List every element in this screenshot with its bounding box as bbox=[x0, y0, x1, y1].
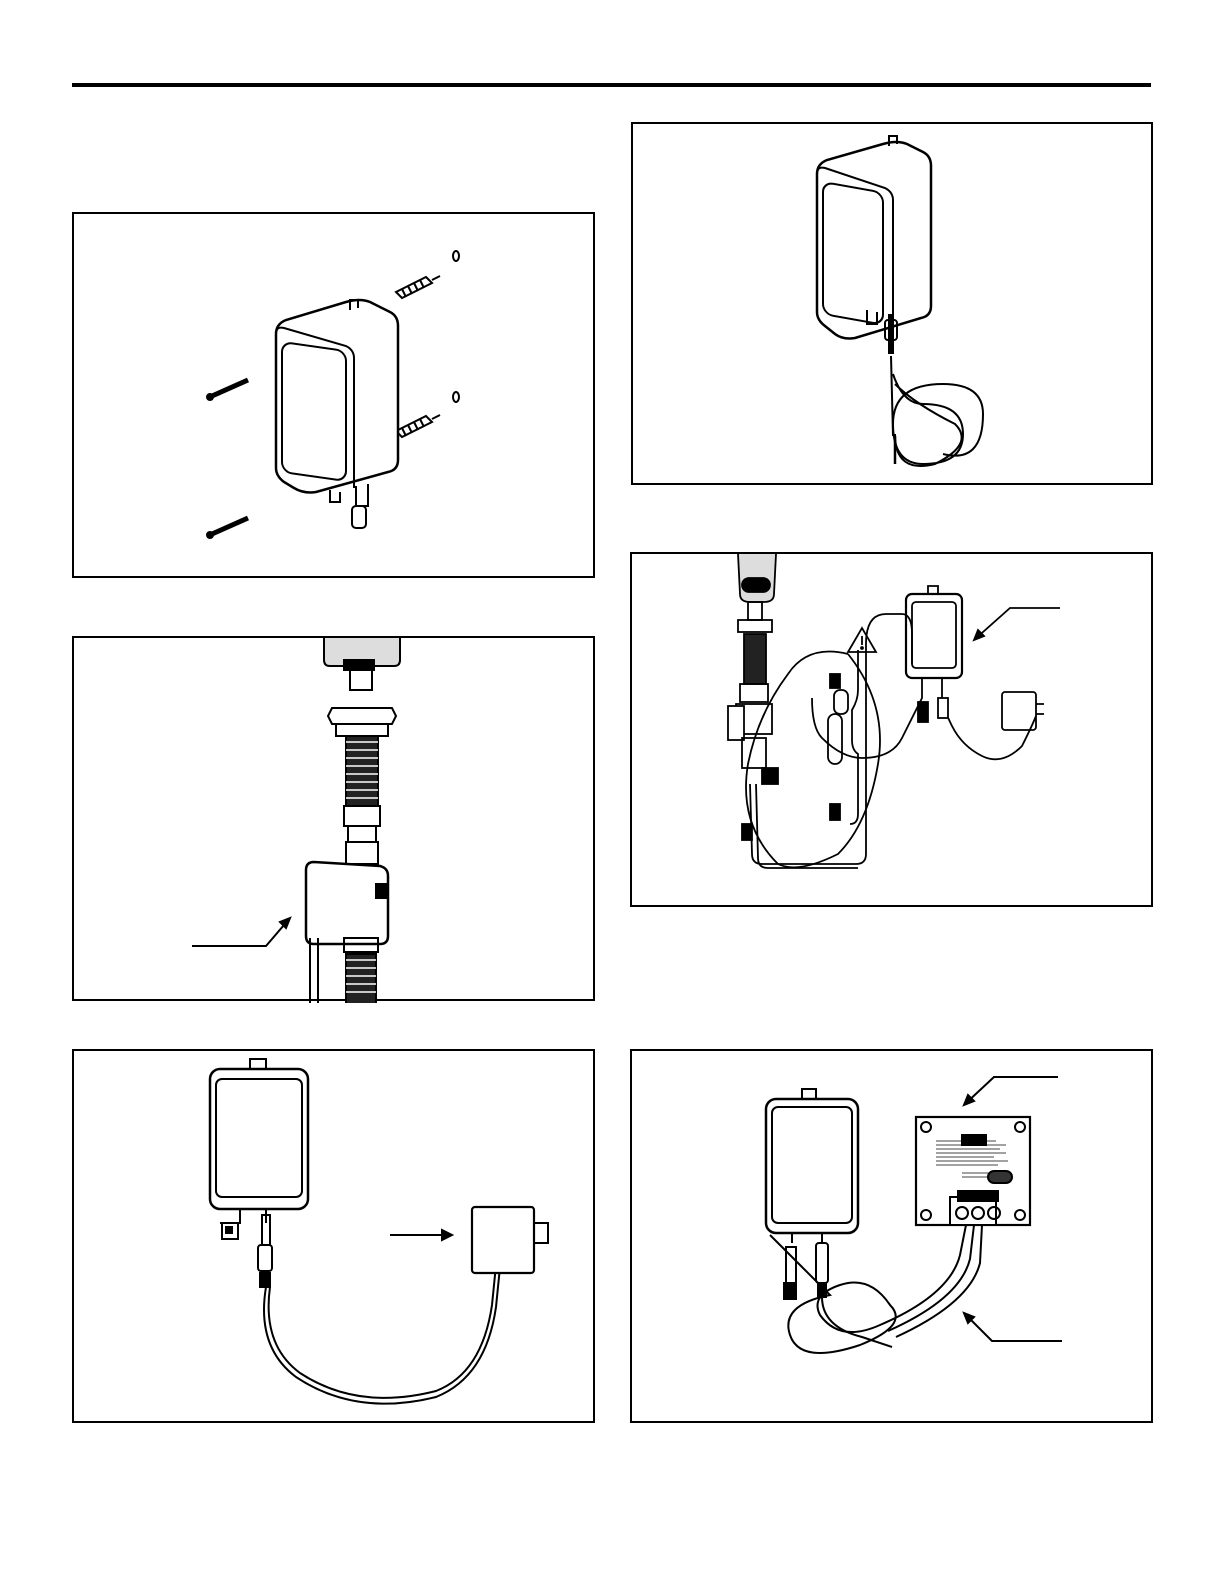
junction-box-figure bbox=[630, 1049, 1153, 1423]
shank-nut bbox=[328, 670, 396, 736]
flex-hose bbox=[346, 736, 378, 806]
module-connectors bbox=[222, 1215, 272, 1287]
callout-arrow-adapter bbox=[390, 1230, 452, 1240]
wall-mounting-figure bbox=[72, 212, 595, 578]
control-module bbox=[210, 1059, 308, 1223]
callout-arrow-wires bbox=[964, 1313, 1062, 1341]
junction-box-illustration bbox=[632, 1051, 1155, 1425]
plug-in-transformer bbox=[1002, 692, 1044, 730]
junction-box bbox=[916, 1117, 1030, 1225]
wall-anchor-top bbox=[396, 276, 440, 298]
solenoid-valve-figure bbox=[72, 636, 595, 1001]
adapter-cord bbox=[264, 1265, 500, 1404]
faucet-supply bbox=[728, 602, 778, 784]
power-module-cord-figure bbox=[631, 122, 1153, 485]
plug-in-adapter-figure bbox=[72, 1049, 595, 1423]
power-module-cord-illustration bbox=[633, 124, 1155, 487]
callout-arrow-box bbox=[964, 1077, 1058, 1105]
power-module-box bbox=[817, 136, 931, 339]
plug-in-adapter-illustration bbox=[74, 1051, 597, 1425]
faucet-spout bbox=[738, 554, 776, 602]
power-module-box bbox=[276, 300, 398, 528]
power-cord bbox=[885, 314, 983, 466]
control-module bbox=[906, 586, 962, 678]
callout-arrow-module bbox=[974, 608, 1060, 640]
top-rule bbox=[72, 83, 1151, 87]
callout-arrow-valve bbox=[192, 918, 290, 946]
warning-triangle-icon bbox=[848, 628, 876, 652]
wiring-harness bbox=[742, 614, 1036, 868]
wall-mounting-illustration bbox=[74, 214, 597, 580]
plug-in-adapter bbox=[472, 1207, 548, 1273]
system-wiring-figure bbox=[630, 552, 1153, 907]
faucet-base bbox=[324, 638, 400, 670]
valve-outlet-thread bbox=[344, 938, 378, 1003]
system-wiring-illustration bbox=[632, 554, 1155, 909]
control-module bbox=[766, 1089, 858, 1243]
wall-anchor-bottom bbox=[396, 415, 440, 437]
coupling-nut bbox=[344, 806, 380, 864]
solenoid-valve-illustration bbox=[74, 638, 597, 1003]
junction-wires bbox=[770, 1225, 982, 1353]
mounting-screw-top bbox=[207, 380, 248, 400]
mounting-screw-bottom bbox=[207, 518, 248, 538]
